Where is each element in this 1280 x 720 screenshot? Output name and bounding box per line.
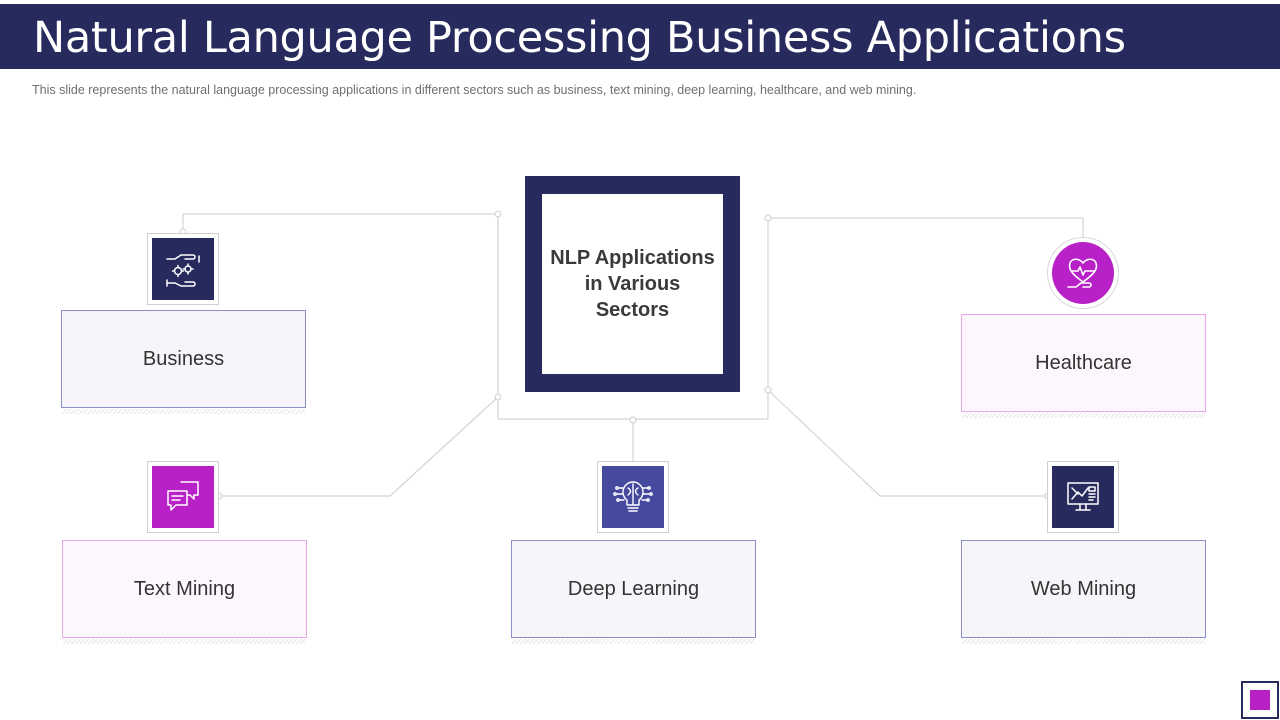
heart-hand-icon (1052, 242, 1114, 304)
business-box: Business (61, 310, 306, 414)
deep-learning-icon-frame (597, 461, 669, 533)
deep-learning-label: Deep Learning (567, 577, 700, 600)
slide-title: Natural Language Processing Business App… (33, 13, 1126, 63)
monitor-chart-icon (1052, 466, 1114, 528)
center-label: NLP Applications in Various Sectors (550, 247, 715, 321)
title-bar: Natural Language Processing Business App… (0, 4, 1280, 69)
business-icon-frame (147, 233, 219, 305)
brain-bulb-icon (602, 466, 664, 528)
hand-gears-icon (152, 238, 214, 300)
healthcare-box: Healthcare (961, 314, 1206, 418)
business-label: Business (142, 347, 225, 370)
connector-web-mining (767, 389, 1048, 497)
healthcare-icon-frame (1047, 237, 1119, 309)
corner-decoration (1241, 681, 1279, 719)
healthcare-label: Healthcare (1035, 351, 1132, 374)
center-node: NLP Applications in Various Sectors (525, 176, 740, 392)
text-mining-icon-frame (147, 461, 219, 533)
web-mining-label: Web Mining (1030, 577, 1137, 600)
connector-text-mining (219, 396, 499, 497)
chat-bubbles-icon (152, 466, 214, 528)
web-mining-icon-frame (1047, 461, 1119, 533)
web-mining-box: Web Mining (961, 540, 1206, 644)
text-mining-label: Text Mining (133, 577, 236, 600)
text-mining-box: Text Mining (62, 540, 307, 644)
slide-subtitle: This slide represents the natural langua… (32, 83, 917, 97)
deep-learning-box: Deep Learning (511, 540, 756, 644)
